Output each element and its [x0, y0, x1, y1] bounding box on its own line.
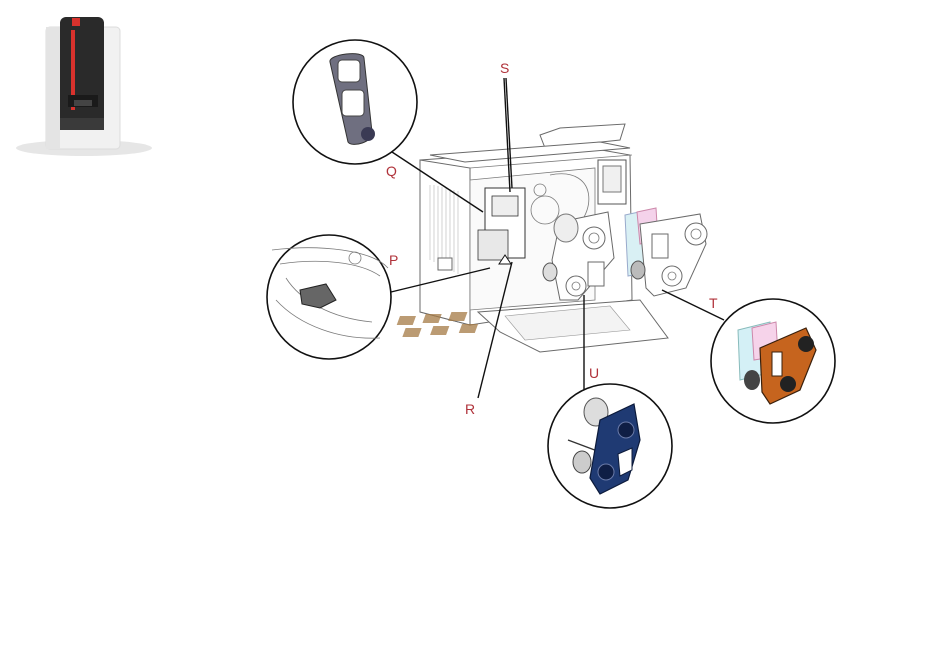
zoom-detail-p	[267, 235, 391, 359]
callout-u: U	[589, 365, 599, 381]
callout-p: P	[389, 252, 398, 268]
callout-s: S	[500, 60, 509, 76]
callout-r: R	[465, 401, 475, 417]
zoom-detail-u	[548, 384, 672, 508]
callout-q: Q	[386, 163, 397, 179]
printer-thumbnail-icon	[16, 17, 152, 156]
zoom-detail-t	[711, 299, 835, 423]
zoom-detail-q	[293, 40, 417, 164]
printer-diagram	[397, 124, 707, 352]
callout-t: T	[709, 295, 718, 311]
